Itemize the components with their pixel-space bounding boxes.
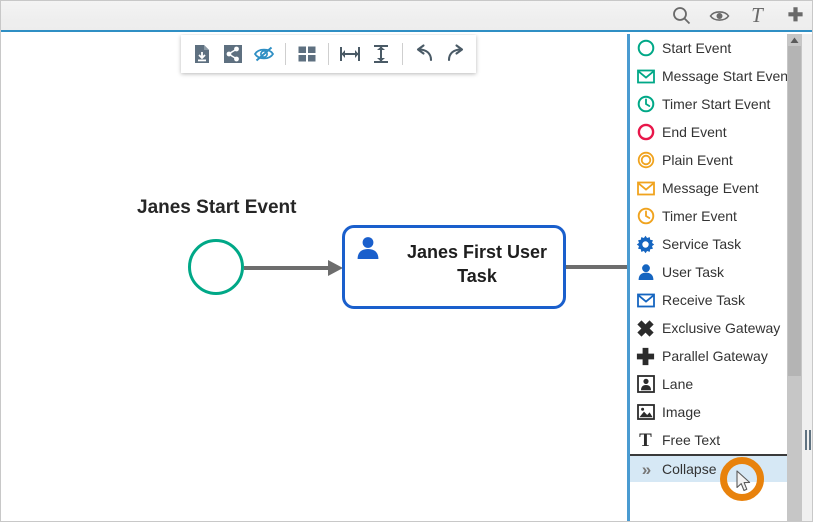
image-icon (636, 403, 655, 422)
service-task-icon (636, 235, 655, 254)
panel-resize-handle[interactable] (803, 429, 812, 451)
palette-item-end-event[interactable]: End Event (630, 118, 787, 146)
palette-item-timer-event[interactable]: Timer Event (630, 202, 787, 230)
palette-item-image[interactable]: Image (630, 398, 787, 426)
palette-item-free-text[interactable]: T Free Text (630, 426, 787, 454)
panel-gutter (802, 34, 812, 521)
scrollbar-thumb[interactable] (788, 46, 801, 376)
floating-toolbar (181, 35, 476, 73)
end-event-icon (636, 123, 655, 142)
lane-icon (636, 375, 655, 394)
palette-accent-border (627, 34, 630, 521)
toolbar-divider (285, 43, 286, 65)
palette-item-start-event[interactable]: Start Event (630, 34, 787, 62)
exclusive-gateway-icon (636, 319, 655, 338)
palette-item-list[interactable]: Start Event Message Start Event (630, 34, 787, 521)
palette-item-message-event[interactable]: Message Event (630, 174, 787, 202)
palette-item-parallel-gateway[interactable]: Parallel Gateway (630, 342, 787, 370)
palette-item-label: Message Start Event (662, 68, 787, 84)
grid-icon[interactable] (296, 43, 318, 65)
palette-item-label: Timer Event (662, 208, 737, 224)
palette-item-exclusive-gateway[interactable]: Exclusive Gateway (630, 314, 787, 342)
palette-item-label: Service Task (662, 236, 742, 252)
palette-item-plain-event[interactable]: Plain Event (630, 146, 787, 174)
grip-bar (805, 430, 807, 450)
timer-event-icon (636, 207, 655, 226)
start-event-label: Janes Start Event (137, 197, 297, 218)
palette-item-receive-task[interactable]: Receive Task (630, 286, 787, 314)
share-icon[interactable] (222, 43, 244, 65)
palette-item-label: Plain Event (662, 152, 733, 168)
user-icon (355, 235, 381, 261)
palette-item-service-task[interactable]: Service Task (630, 230, 787, 258)
palette-item-label: Timer Start Event (662, 96, 771, 112)
palette-item-label: Image (662, 404, 701, 420)
eye-off-icon[interactable] (253, 43, 275, 65)
free-text-icon: T (639, 429, 652, 451)
palette-item-timer-start-event[interactable]: Timer Start Event (630, 90, 787, 118)
sequence-flow-arrow[interactable] (244, 259, 344, 277)
palette-item-label: End Event (662, 124, 727, 140)
redo-icon[interactable] (444, 43, 466, 65)
message-start-event-icon (636, 67, 655, 86)
toolbar-divider (328, 43, 329, 65)
palette-item-label: Lane (662, 376, 694, 392)
align-vertical-icon[interactable] (370, 43, 392, 65)
timer-start-event-icon (636, 95, 655, 114)
palette-item-label: Receive Task (662, 292, 746, 308)
palette-scrollbar[interactable] (787, 34, 802, 521)
element-palette-panel: Start Event Message Start Event (627, 34, 812, 521)
eye-icon[interactable] (708, 5, 730, 27)
outgoing-sequence-flow[interactable] (566, 265, 631, 269)
move-icon[interactable] (784, 5, 806, 27)
palette-item-message-start-event[interactable]: Message Start Event (630, 62, 787, 90)
palette-item-label: Start Event (662, 40, 732, 56)
toolbar-divider (402, 43, 403, 65)
user-task-shape[interactable]: Janes First User Task (342, 225, 566, 309)
palette-item-label: Collapse (662, 461, 717, 477)
user-task-label: Janes First User Task (406, 242, 548, 287)
palette-item-label: Parallel Gateway (662, 348, 768, 364)
top-header-bar: T (1, 1, 812, 32)
grip-bar (809, 430, 811, 450)
palette-item-user-task[interactable]: User Task (630, 258, 787, 286)
scroll-up-arrow-icon[interactable] (787, 34, 802, 46)
download-icon[interactable] (191, 43, 213, 65)
user-task-icon (636, 263, 655, 282)
search-icon[interactable] (670, 5, 692, 27)
receive-task-icon (636, 291, 655, 310)
align-horizontal-icon[interactable] (339, 43, 361, 65)
header-icon-group: T (670, 1, 806, 30)
undo-icon[interactable] (413, 43, 435, 65)
palette-item-label: Exclusive Gateway (662, 320, 781, 336)
message-event-icon (636, 179, 655, 198)
start-event-icon (636, 39, 655, 58)
text-icon[interactable]: T (751, 3, 763, 27)
diagram-canvas[interactable]: Janes Start Event Janes First User Task (1, 34, 812, 521)
plain-event-icon (636, 151, 655, 170)
palette-item-label: Free Text (662, 432, 721, 448)
parallel-gateway-icon (636, 347, 655, 366)
palette-item-label: Message Event (662, 180, 759, 196)
collapse-icon: » (641, 459, 651, 479)
start-event-shape[interactable] (188, 239, 244, 295)
palette-item-label: User Task (662, 264, 724, 280)
palette-item-collapse[interactable]: » Collapse (630, 454, 787, 482)
palette-item-lane[interactable]: Lane (630, 370, 787, 398)
